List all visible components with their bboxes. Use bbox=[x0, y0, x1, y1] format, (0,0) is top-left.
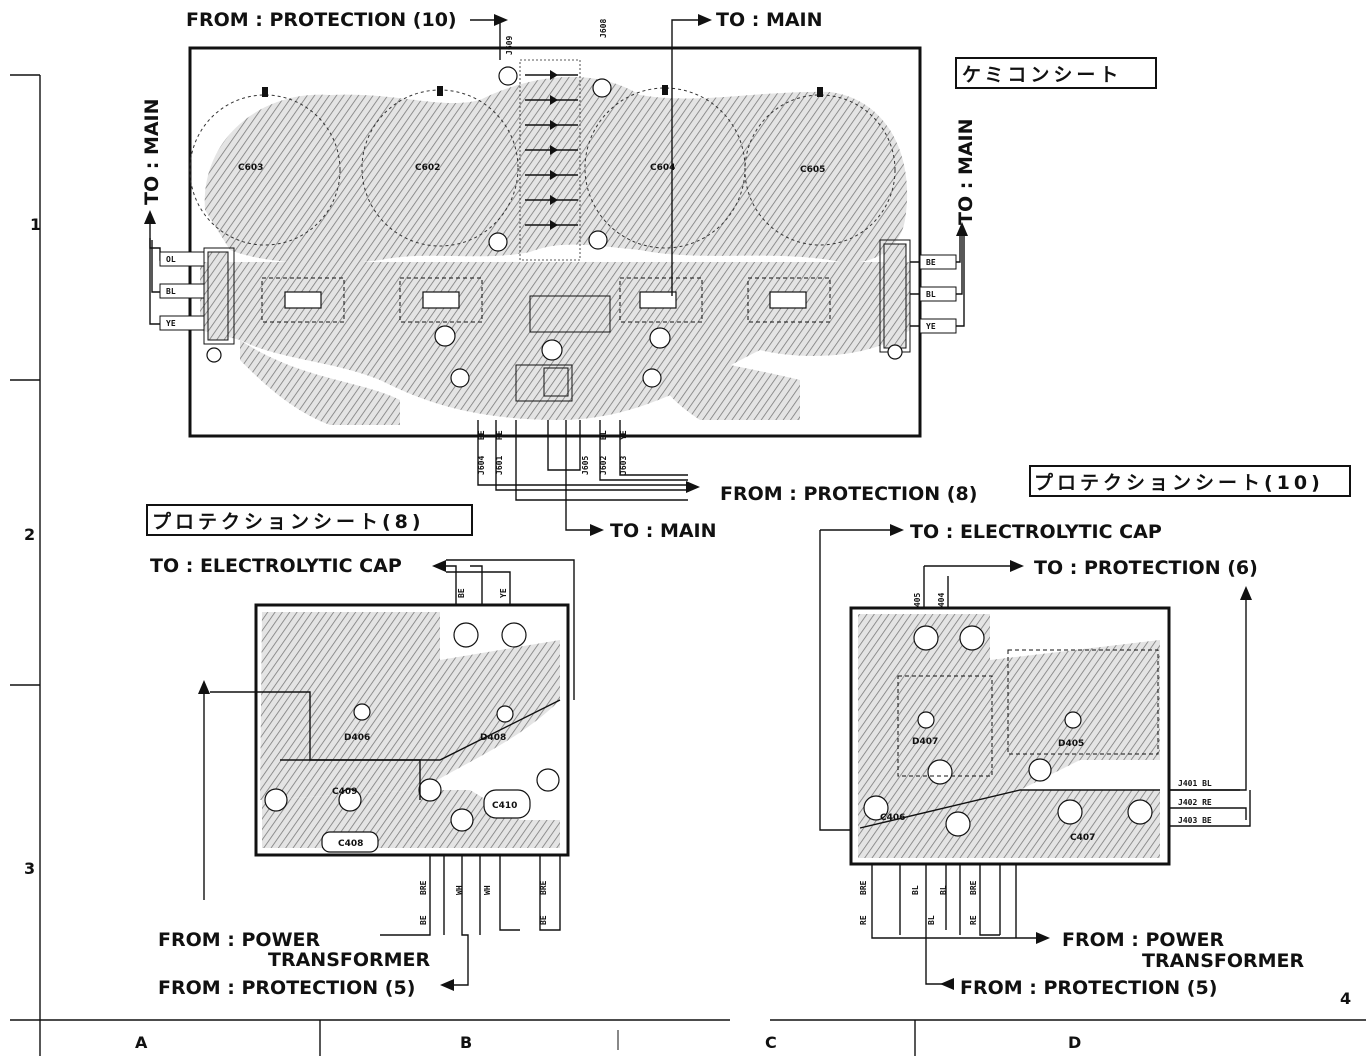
jumper-j609: J609 bbox=[505, 36, 514, 55]
wire-ye-left: YE bbox=[166, 319, 176, 328]
label-c406: C406 bbox=[880, 813, 905, 823]
wire-bre-p8-2: BRE bbox=[539, 880, 548, 895]
wire-bl-bundle: BL bbox=[599, 430, 608, 440]
grid-col-b: B bbox=[460, 1033, 472, 1052]
label-to-main-bottom: TO : MAIN bbox=[610, 520, 717, 542]
label-from-protection-5-right: FROM : PROTECTION (5) bbox=[960, 977, 1217, 999]
wire-bl-p10-2: BL bbox=[939, 885, 948, 895]
wire-bre-p10-2: BRE bbox=[969, 880, 978, 895]
jumper-j404: J404 bbox=[937, 593, 946, 612]
label-to-main-top: TO : MAIN bbox=[716, 9, 823, 31]
wire-be-p8-4: BE bbox=[539, 915, 548, 925]
label-from-protection-5-left: FROM : PROTECTION (5) bbox=[158, 977, 415, 999]
jumper-j601: J601 bbox=[495, 456, 504, 475]
chemicon-wires: OL BL YE BE BL YE BE RE BL YE bbox=[144, 14, 968, 536]
wire-bl-p10-3: BL bbox=[927, 915, 936, 925]
jumper-j602: J602 bbox=[599, 456, 608, 475]
grid-col-d: D bbox=[1068, 1033, 1081, 1052]
wire-bre-p10-1: BRE bbox=[859, 880, 868, 895]
center-diode-column bbox=[519, 59, 581, 261]
wire-re-p10-1: RE bbox=[859, 915, 868, 925]
label-c407: C407 bbox=[1070, 833, 1095, 843]
label-from-protection-8: FROM : PROTECTION (8) bbox=[720, 483, 977, 505]
label-to-main-right: TO : MAIN bbox=[955, 118, 977, 225]
label-c410: C410 bbox=[492, 801, 517, 811]
label-d407: D407 bbox=[912, 737, 938, 747]
label-c602: C602 bbox=[415, 163, 440, 173]
label-c605: C605 bbox=[800, 165, 825, 175]
grid-col-a: A bbox=[135, 1033, 148, 1052]
protection10-board: D407 D405 C406 C407 bbox=[849, 606, 1171, 866]
wire-bl-left: BL bbox=[166, 287, 176, 296]
label-d405: D405 bbox=[1058, 739, 1084, 749]
wire-be-bundle: BE bbox=[477, 430, 486, 440]
page-frame bbox=[10, 74, 1366, 1056]
grid-row-4: 4 bbox=[1340, 989, 1351, 1008]
grid-row-3: 3 bbox=[24, 859, 35, 878]
wire-wh-p8-1: WH bbox=[455, 885, 464, 895]
jumper-j605: J605 bbox=[581, 456, 590, 475]
grid-row-2: 2 bbox=[24, 525, 35, 544]
capacitor-c603 bbox=[189, 94, 341, 246]
label-from-power-left-1: FROM : POWER bbox=[158, 929, 321, 951]
wire-re-p10-2: RE bbox=[969, 915, 978, 925]
protection8-sheet-label: プロテクションシート(8) bbox=[152, 510, 425, 533]
label-to-electrolytic-cap-left: TO : ELECTROLYTIC CAP bbox=[150, 555, 402, 577]
chemicon-sheet-label: ケミコンシート bbox=[962, 64, 1122, 86]
wire-re-bundle: RE bbox=[495, 430, 504, 440]
label-from-protection-10: FROM : PROTECTION (10) bbox=[186, 9, 457, 31]
grid-row-1: 1 bbox=[30, 215, 41, 234]
wire-ye-right: YE bbox=[926, 322, 936, 331]
capacitor-c604 bbox=[584, 87, 746, 249]
wire-bl-p10-1: BL bbox=[911, 885, 920, 895]
label-j403: J403 BE bbox=[1178, 816, 1212, 825]
protection10-wires: BRE BL BL BRE RE BL RE bbox=[859, 864, 1050, 990]
protection8-wires: BRE WH WH BRE BE BE bbox=[198, 680, 561, 991]
label-to-electrolytic-cap-right: TO : ELECTROLYTIC CAP bbox=[910, 521, 1162, 543]
protection8-sheet-box bbox=[146, 504, 473, 536]
label-to-main-left: TO : MAIN bbox=[141, 98, 163, 205]
label-from-power-right-1: FROM : POWER bbox=[1062, 929, 1225, 951]
wire-bl-right: BL bbox=[926, 290, 936, 299]
grid-col-c: C bbox=[765, 1033, 777, 1052]
jumper-j608: J608 bbox=[599, 19, 608, 38]
wire-bre-p8-1: BRE bbox=[419, 880, 428, 895]
wire-wh-p8-2: WH bbox=[483, 885, 492, 895]
jumper-j603: J603 bbox=[619, 456, 628, 475]
wire-ye-p8: YE bbox=[499, 588, 508, 598]
label-from-power-right-2: TRANSFORMER bbox=[1142, 950, 1305, 972]
label-j402: J402 RE bbox=[1178, 798, 1212, 807]
jumper-j405: J405 bbox=[913, 593, 922, 612]
protection10-sheet-box bbox=[1029, 465, 1351, 497]
wire-be-p8-3: BE bbox=[419, 915, 428, 925]
wire-be-right: BE bbox=[926, 258, 936, 267]
protection8-board: D406 D408 C410 C408 C409 bbox=[210, 603, 570, 857]
wire-ye-bundle: YE bbox=[619, 430, 628, 440]
label-c603: C603 bbox=[238, 163, 263, 173]
label-to-protection-6: TO : PROTECTION (6) bbox=[1034, 557, 1258, 579]
chemicon-sheet-box bbox=[955, 57, 1157, 89]
label-d406: D406 bbox=[344, 733, 370, 743]
capacitor-c605 bbox=[744, 94, 896, 246]
label-d408: D408 bbox=[480, 733, 506, 743]
label-c409: C409 bbox=[332, 787, 357, 797]
protection10-sheet-label: プロテクションシート(10) bbox=[1034, 471, 1324, 494]
label-c408: C408 bbox=[338, 839, 363, 849]
label-from-power-left-2: TRANSFORMER bbox=[268, 949, 431, 971]
wire-ol-left: OL bbox=[166, 255, 176, 264]
label-c604: C604 bbox=[650, 163, 675, 173]
label-j401: J401 BL bbox=[1178, 779, 1212, 788]
chemicon-board: C603 C602 C604 C605 bbox=[188, 19, 922, 438]
jumper-j604: J604 bbox=[477, 456, 486, 475]
wire-be-p8: BE bbox=[457, 588, 466, 598]
